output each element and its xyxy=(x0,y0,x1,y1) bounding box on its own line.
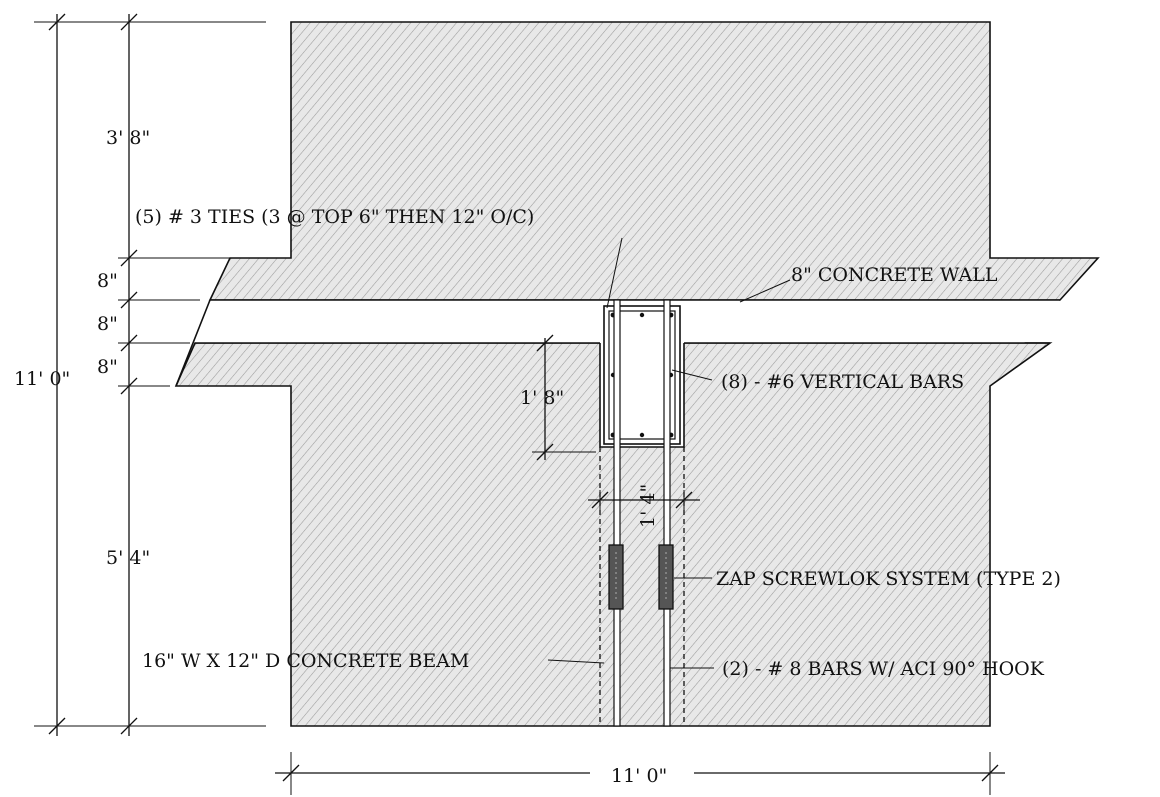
overall-height-dim: 11' 0" xyxy=(14,368,70,390)
ties-label: (5) # 3 TIES (3 @ TOP 6" THEN 12" O/C) xyxy=(135,206,534,228)
leader-lines xyxy=(547,237,791,669)
wall-bottom-dim: 8" xyxy=(97,356,118,378)
vertical-bars-label: (8) - #6 VERTICAL BARS xyxy=(721,371,964,393)
pocket-depth-dim: 1' 8" xyxy=(520,387,564,409)
bar-spacing-dimension xyxy=(588,490,700,512)
tie-loop xyxy=(608,310,676,440)
bottom-dimension xyxy=(275,752,1005,795)
overall-width-dim: 11' 0" xyxy=(611,765,667,787)
bar-8-right xyxy=(663,299,671,727)
upper-concrete-block xyxy=(208,21,1100,301)
vertical-bar-dot xyxy=(639,432,645,438)
bar-spacing-dim: 1' 4" xyxy=(637,484,659,528)
wall-label: 8" CONCRETE WALL xyxy=(791,264,998,286)
bar-8-left xyxy=(613,299,621,727)
vertical-bar-dot xyxy=(639,312,645,318)
wall-top-dim: 8" xyxy=(97,270,118,292)
gap-dim: 8" xyxy=(97,313,118,335)
bars-hook-label: (2) - # 8 BARS W/ ACI 90° HOOK xyxy=(722,658,1045,680)
left-dimensions xyxy=(34,13,266,736)
pocket-dimension xyxy=(532,334,596,461)
screwlok-label: ZAP SCREWLOK SYSTEM (TYPE 2) xyxy=(716,568,1061,590)
bottom-height-dim: 5' 4" xyxy=(106,547,150,569)
beam-label: 16" W X 12" D CONCRETE BEAM xyxy=(142,650,469,672)
top-height-dim: 3' 8" xyxy=(106,127,150,149)
wall-left-edge xyxy=(175,299,211,387)
lower-concrete-block xyxy=(174,342,1053,727)
